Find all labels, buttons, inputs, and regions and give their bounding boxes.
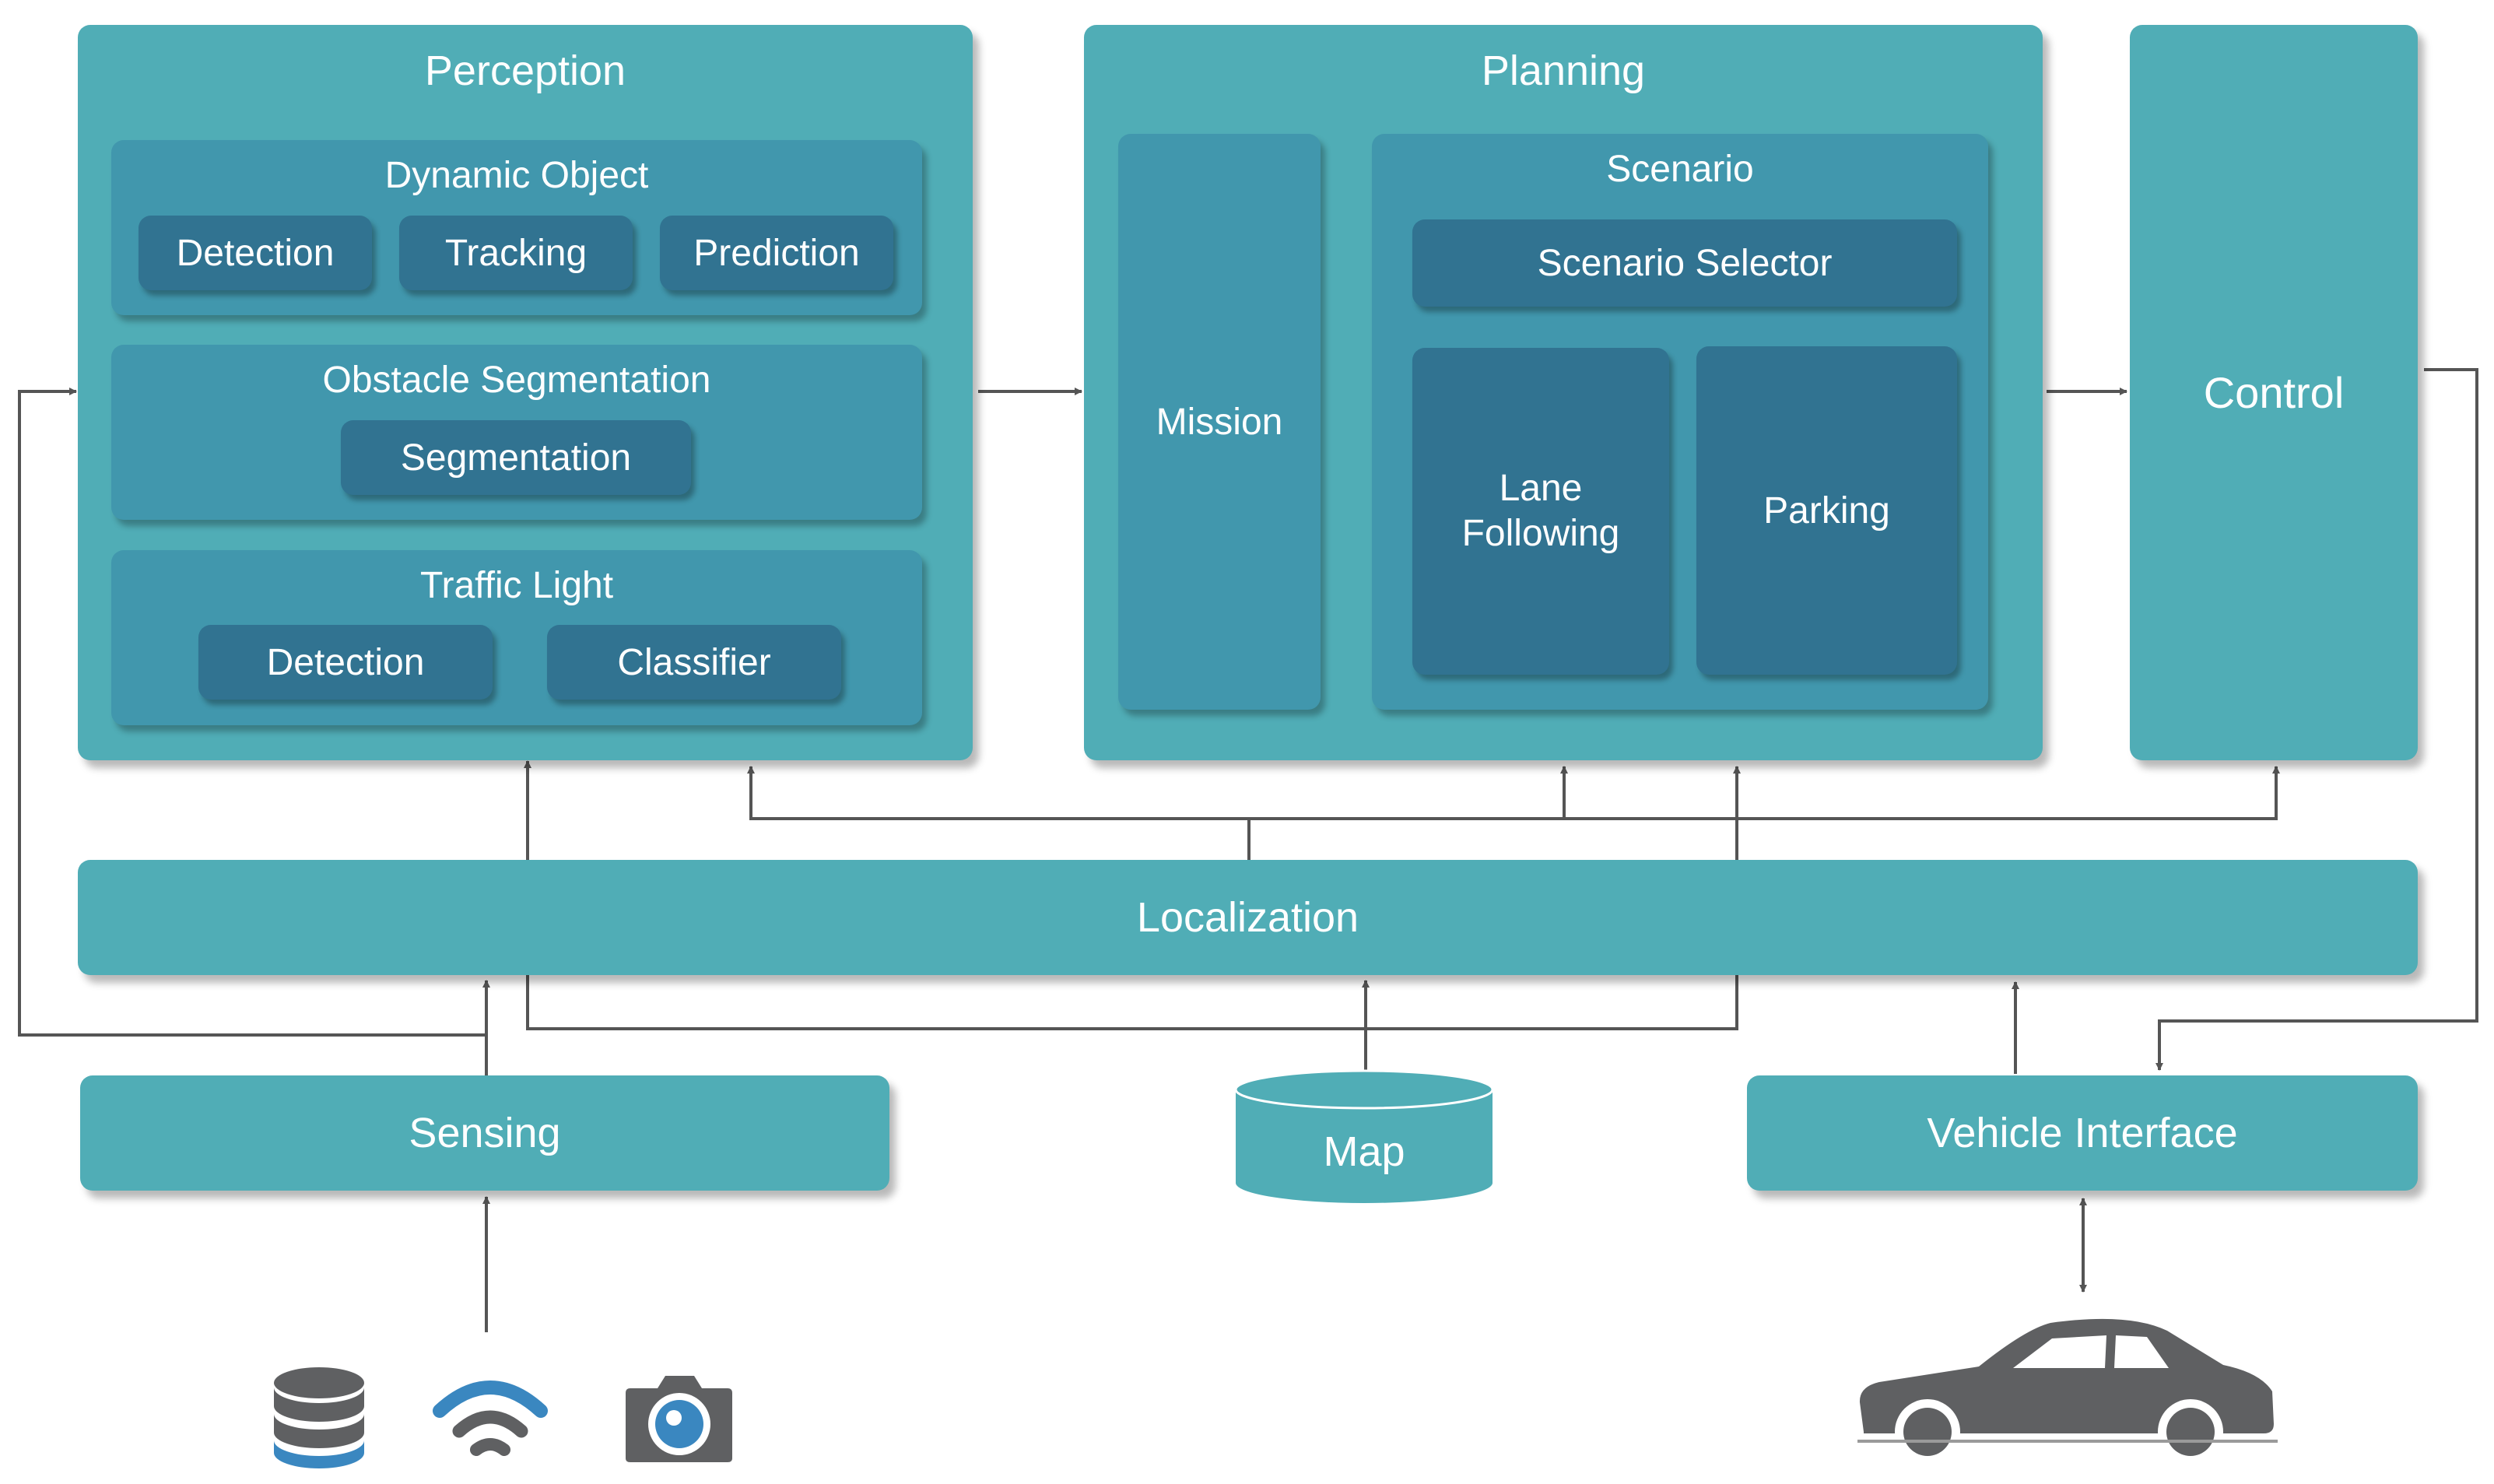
arrow-map-to-planning xyxy=(1366,766,1741,1030)
parking-box: Parking xyxy=(1696,346,1957,675)
database-icon xyxy=(274,1367,364,1468)
control-block: Control xyxy=(2130,25,2418,760)
mission-box: Mission xyxy=(1118,134,1321,710)
scenario-title: Scenario xyxy=(1606,149,1754,190)
scenario-selector-box: Scenario Selector xyxy=(1412,219,1957,307)
dynamic-detection-box: Detection xyxy=(139,216,372,290)
obstacle-segmentation-title: Obstacle Segmentation xyxy=(322,360,711,401)
wireless-icon xyxy=(433,1381,548,1456)
arrow-sensing-to-perception xyxy=(18,388,486,1037)
perception-title: Perception xyxy=(424,47,626,94)
tracking-box: Tracking xyxy=(399,216,633,290)
traffic-detection-box: Detection xyxy=(198,625,493,700)
planning-title: Planning xyxy=(1481,47,1646,94)
arrow-localization-to-perception xyxy=(747,766,1249,820)
arrow-map-to-perception xyxy=(524,760,1366,1030)
classifier-box: Classifier xyxy=(547,625,841,700)
vehicle-interface-block: Vehicle Interface xyxy=(1747,1075,2418,1191)
arrow-localization-to-planning xyxy=(1249,766,1568,820)
localization-block: Localization xyxy=(78,860,2418,975)
dynamic-object-title: Dynamic Object xyxy=(384,155,649,196)
prediction-box: Prediction xyxy=(660,216,893,290)
segmentation-box: Segmentation xyxy=(341,420,691,495)
sensing-block: Sensing xyxy=(80,1075,889,1191)
camera-icon xyxy=(626,1376,732,1462)
arrow-localization-to-control xyxy=(1564,766,2280,820)
map-cylinder xyxy=(1234,1069,1494,1203)
car-icon xyxy=(1857,1318,2278,1463)
lane-following-box: Lane Following xyxy=(1412,348,1669,675)
map-label: Map xyxy=(1323,1128,1405,1175)
traffic-light-title: Traffic Light xyxy=(419,565,614,606)
arrow-control-to-vehicle xyxy=(2156,368,2478,1071)
